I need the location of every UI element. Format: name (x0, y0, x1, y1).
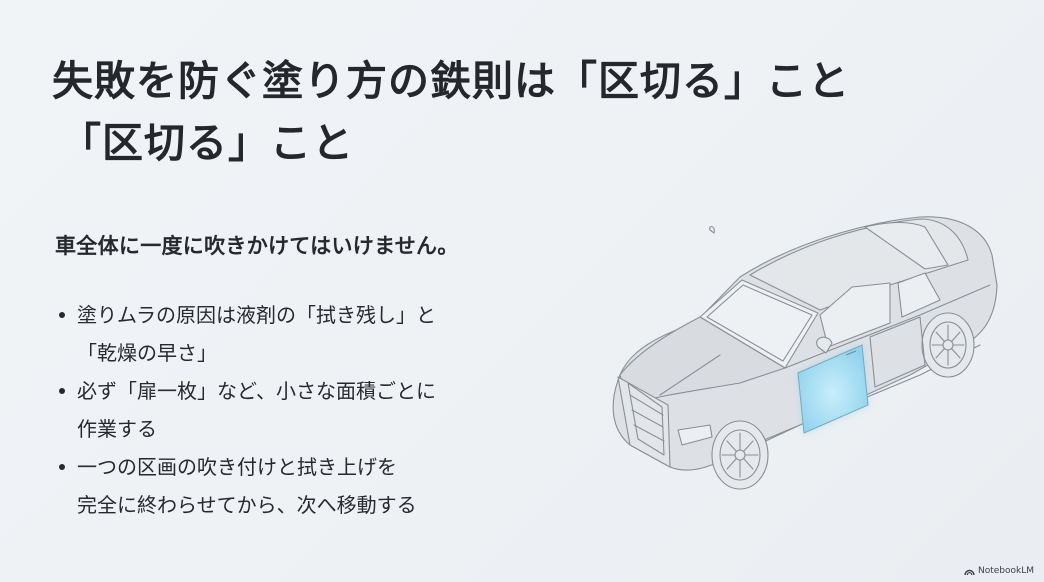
brand-label: NotebookLM (977, 566, 1034, 576)
bullet-text-line: 作業する (77, 417, 157, 441)
slide-title: 失敗を防ぐ塗り方の鉄則は「区切る」こと 「区切る」こと (52, 50, 850, 174)
bullet-text-line: 一つの区画の吹き付けと拭き上げを (77, 455, 397, 479)
bullet-dot-icon (59, 464, 65, 470)
title-line-2: 「区切る」こと (60, 119, 354, 167)
bullet-text-line: 塗りムラの原因は液剤の「拭き残し」と (77, 303, 436, 327)
bullet-item: 一つの区画の吹き付けと拭き上げを 完全に終わらせてから、次へ移動する (55, 448, 436, 524)
bullet-item: 必ず「扉一枚」など、小さな面積ごとに 作業する (55, 372, 436, 448)
notebooklm-branding: NotebookLM (964, 566, 1034, 576)
bullet-text-line: 必ず「扉一枚」など、小さな面積ごとに (77, 379, 436, 403)
notebooklm-logo-icon (964, 569, 975, 575)
car-illustration (612, 216, 998, 490)
bullet-dot-icon (59, 312, 65, 318)
bullet-dot-icon (59, 388, 65, 394)
bullet-text-line: 完全に終わらせてから、次へ移動する (77, 493, 417, 517)
lead-text: 車全体に一度に吹きかけてはいけません。 (55, 234, 459, 258)
bullet-text-line: 「乾燥の早さ」 (77, 341, 217, 365)
title-line-1: 失敗を防ぐ塗り方の鉄則は「区切る」こと (52, 57, 850, 105)
bullet-list: 塗りムラの原因は液剤の「拭き残し」と 「乾燥の早さ」 必ず「扉一枚」など、小さな… (55, 296, 436, 524)
bullet-item: 塗りムラの原因は液剤の「拭き残し」と 「乾燥の早さ」 (55, 296, 436, 372)
highlighted-door (797, 344, 869, 434)
